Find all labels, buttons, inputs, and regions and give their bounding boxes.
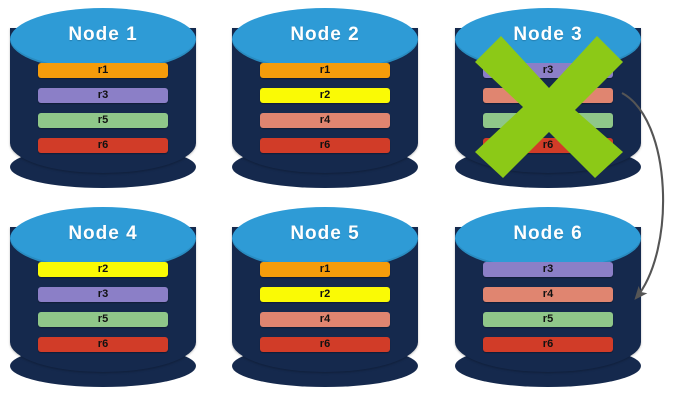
record-bar-r4[interactable]: r4 — [260, 113, 390, 128]
record-bar-r1[interactable]: r1 — [260, 262, 390, 277]
record-bar-r3[interactable]: r3 — [38, 88, 168, 103]
record-bar-r3[interactable]: r3 — [483, 262, 613, 277]
record-list: r2 r3 r5 r6 — [38, 262, 168, 352]
record-bar-r3[interactable]: r3 — [38, 287, 168, 302]
record-list: r3 r4 r5 r6 — [483, 63, 613, 153]
record-bar-r6[interactable]: r6 — [483, 337, 613, 352]
record-bar-r2[interactable]: r2 — [260, 88, 390, 103]
record-bar-r5[interactable]: r5 — [38, 113, 168, 128]
cylinder-top — [455, 8, 641, 71]
record-bar-r5[interactable]: r5 — [38, 312, 168, 327]
record-bar-r6[interactable]: r6 — [483, 138, 613, 153]
record-bar-r4[interactable]: r4 — [483, 287, 613, 302]
record-bar-r3[interactable]: r3 — [483, 63, 613, 78]
record-bar-r6[interactable]: r6 — [38, 337, 168, 352]
record-list: r1 r2 r4 r6 — [260, 262, 390, 352]
record-bar-r4[interactable]: r4 — [483, 88, 613, 103]
record-list: r1 r2 r4 r6 — [260, 63, 390, 153]
record-bar-r5[interactable]: r5 — [483, 113, 613, 128]
record-bar-r4[interactable]: r4 — [260, 312, 390, 327]
cylinder-top — [10, 207, 196, 270]
record-bar-r6[interactable]: r6 — [260, 138, 390, 153]
record-bar-r2[interactable]: r2 — [260, 287, 390, 302]
record-bar-r2[interactable]: r2 — [38, 262, 168, 277]
record-bar-r5[interactable]: r5 — [483, 312, 613, 327]
record-bar-r6[interactable]: r6 — [38, 138, 168, 153]
cylinder-top — [455, 207, 641, 270]
cylinder-top — [232, 8, 418, 71]
record-bar-r1[interactable]: r1 — [38, 63, 168, 78]
record-list: r1 r3 r5 r6 — [38, 63, 168, 153]
record-bar-r1[interactable]: r1 — [260, 63, 390, 78]
cylinder-top — [232, 207, 418, 270]
cylinder-top — [10, 8, 196, 71]
record-bar-r6[interactable]: r6 — [260, 337, 390, 352]
record-list: r3 r4 r5 r6 — [483, 262, 613, 352]
